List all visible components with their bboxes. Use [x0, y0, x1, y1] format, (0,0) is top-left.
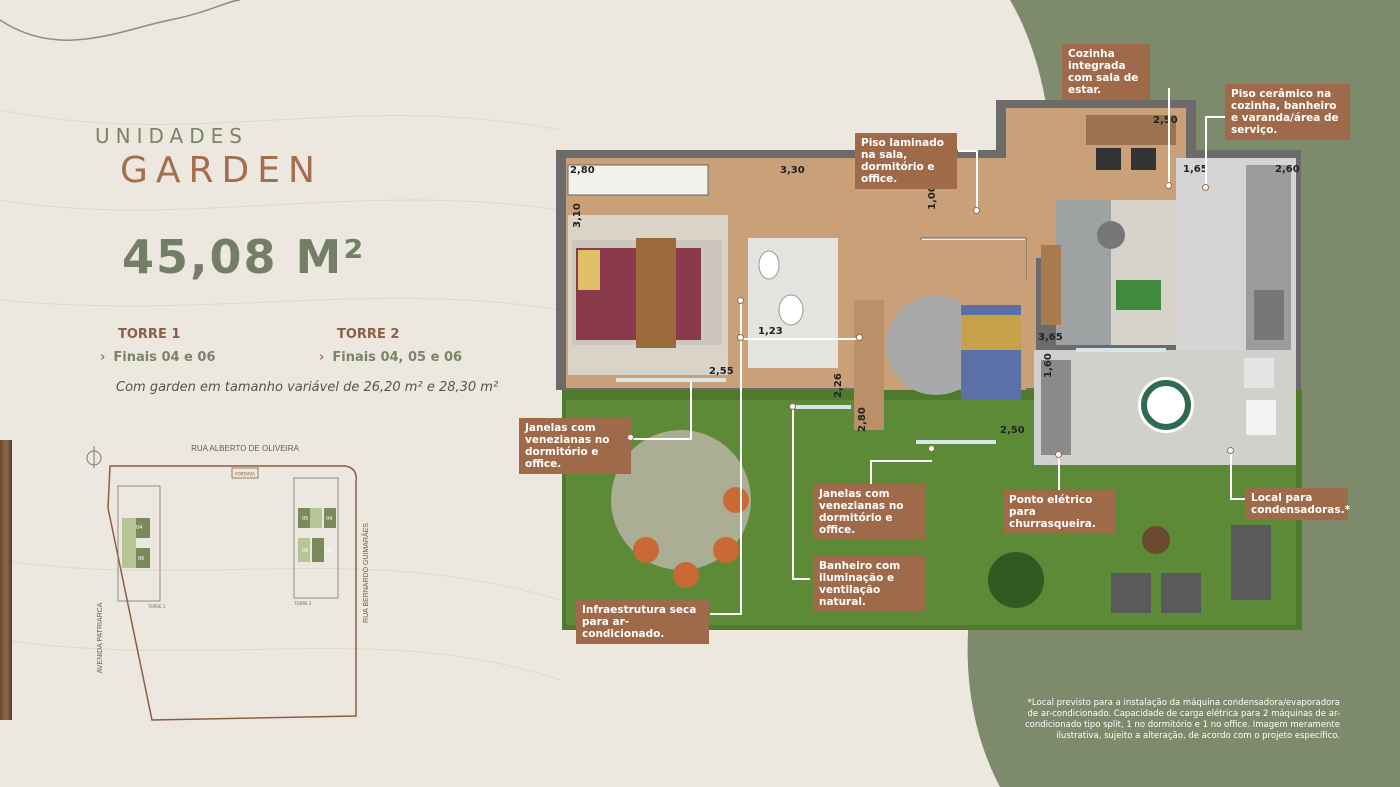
callout-janelas-2: Janelas com venezianas no dormitório e o…: [813, 484, 925, 540]
torre1-label: TORRE 1: [147, 604, 166, 609]
t2-unit-04a: 04: [326, 516, 332, 522]
street-right: RUA BERNARDO GUIMARÃES: [361, 523, 370, 623]
callout-piso-ceramico: Piso cerâmico na cozinha, banheiro e var…: [1225, 84, 1350, 140]
leader-line: [792, 578, 810, 580]
leader-line: [690, 382, 692, 440]
leader-line: [1058, 455, 1060, 495]
dim-label: 2,55: [709, 366, 734, 377]
leader-line: [630, 438, 692, 440]
torre2-label: TORRE 2: [293, 601, 312, 606]
leader-line: [1205, 116, 1207, 188]
leader-line: [792, 406, 794, 580]
callout-piso-laminado: Piso laminado na sala, dormitório e offi…: [855, 133, 957, 189]
dim-label: 2,50: [1000, 425, 1025, 436]
dim-label: 2,60: [1275, 164, 1300, 175]
dim-label: 2,50: [1153, 115, 1178, 126]
callout-janelas-1: Janelas com venezianas no dormitório e o…: [519, 418, 631, 474]
t2-unit-04b: 04: [326, 548, 332, 554]
leader-line: [958, 150, 978, 152]
torre1-units: › Finais 04 e 06: [100, 350, 216, 365]
callout-dot: [1165, 182, 1172, 189]
dim-label: 1,23: [758, 326, 783, 337]
callout-dot: [928, 445, 935, 452]
dim-label: 2,26: [832, 373, 844, 398]
callout-dot: [789, 403, 796, 410]
page-title: GARDEN: [120, 150, 323, 191]
dim-label: 1,65: [1183, 164, 1208, 175]
site-map: PORTARIA RUA ALBERTO DE OLIVEIRA AVENIDA…: [86, 444, 370, 721]
callout-dot: [737, 297, 744, 304]
t2-unit-06: 06: [302, 548, 308, 554]
wood-texture-strip: [0, 440, 12, 720]
torre2-heading: TORRE 2: [337, 327, 400, 342]
dim-label: 1,60: [1042, 353, 1054, 378]
dim-label: 3,30: [780, 165, 805, 176]
leader-line: [740, 338, 860, 340]
torre2-block: 05 04 06 04 TORRE 2: [293, 477, 339, 606]
callout-infra: Infraestrutura seca para ar-condicionado…: [576, 600, 709, 644]
t1-unit-04: 04: [136, 525, 142, 531]
callout-ponto-eletrico: Ponto elétrico para churrasqueira.: [1003, 490, 1115, 534]
callout-dot: [1055, 451, 1062, 458]
callout-dot: [973, 207, 980, 214]
callout-dot: [1227, 447, 1234, 454]
page-subtitle: UNIDADES: [95, 124, 248, 148]
torre1-block: 04 06 TORRE 1: [117, 485, 166, 609]
callout-cozinha: Cozinha integrada com sala de estar.: [1062, 44, 1150, 100]
dim-label: 2,80: [856, 407, 868, 432]
callout-dot: [737, 334, 744, 341]
callout-condensadoras: Local para condensadoras.*: [1245, 488, 1350, 520]
chevron-right-icon: ›: [319, 350, 325, 365]
leader-line: [870, 460, 932, 462]
leader-line: [1230, 450, 1232, 500]
dim-label: 2,80: [570, 165, 595, 176]
chevron-right-icon: ›: [100, 350, 106, 365]
leader-line: [740, 300, 742, 615]
street-left: AVENIDA PATRIARCA: [97, 602, 104, 673]
floor-plan: [556, 100, 1302, 630]
portaria-label: PORTARIA: [235, 472, 255, 477]
torre1-heading: TORRE 1: [118, 327, 181, 342]
leader-line: [1205, 116, 1225, 118]
unit-area: 45,08 M²: [122, 230, 366, 284]
leader-line: [976, 150, 978, 212]
leader-line: [710, 613, 742, 615]
leader-line: [1168, 88, 1170, 186]
dim-label: 3,65: [1038, 332, 1063, 343]
torre2-units-text: Finais 04, 05 e 06: [332, 350, 463, 365]
leader-line: [870, 460, 872, 488]
dim-label: 3,10: [571, 203, 583, 228]
callout-dot: [627, 434, 634, 441]
callout-dot: [856, 334, 863, 341]
callout-banheiro: Banheiro com iluminação e ventilação nat…: [813, 556, 925, 612]
t2-unit-05: 05: [302, 516, 308, 522]
callout-dot: [1202, 184, 1209, 191]
torre2-units: › Finais 04, 05 e 06: [319, 350, 462, 365]
sofa: [1111, 200, 1176, 345]
street-top: RUA ALBERTO DE OLIVEIRA: [191, 444, 299, 453]
garden-size-note: Com garden em tamanho variável de 26,20 …: [116, 380, 499, 395]
leader-line: [1230, 498, 1248, 500]
compass-icon: [86, 446, 102, 468]
footnote: *Local previsto para a instalação da máq…: [1024, 698, 1340, 741]
umbrella: [611, 430, 751, 570]
torre1-units-text: Finais 04 e 06: [113, 350, 216, 365]
t1-unit-06: 06: [138, 556, 144, 562]
